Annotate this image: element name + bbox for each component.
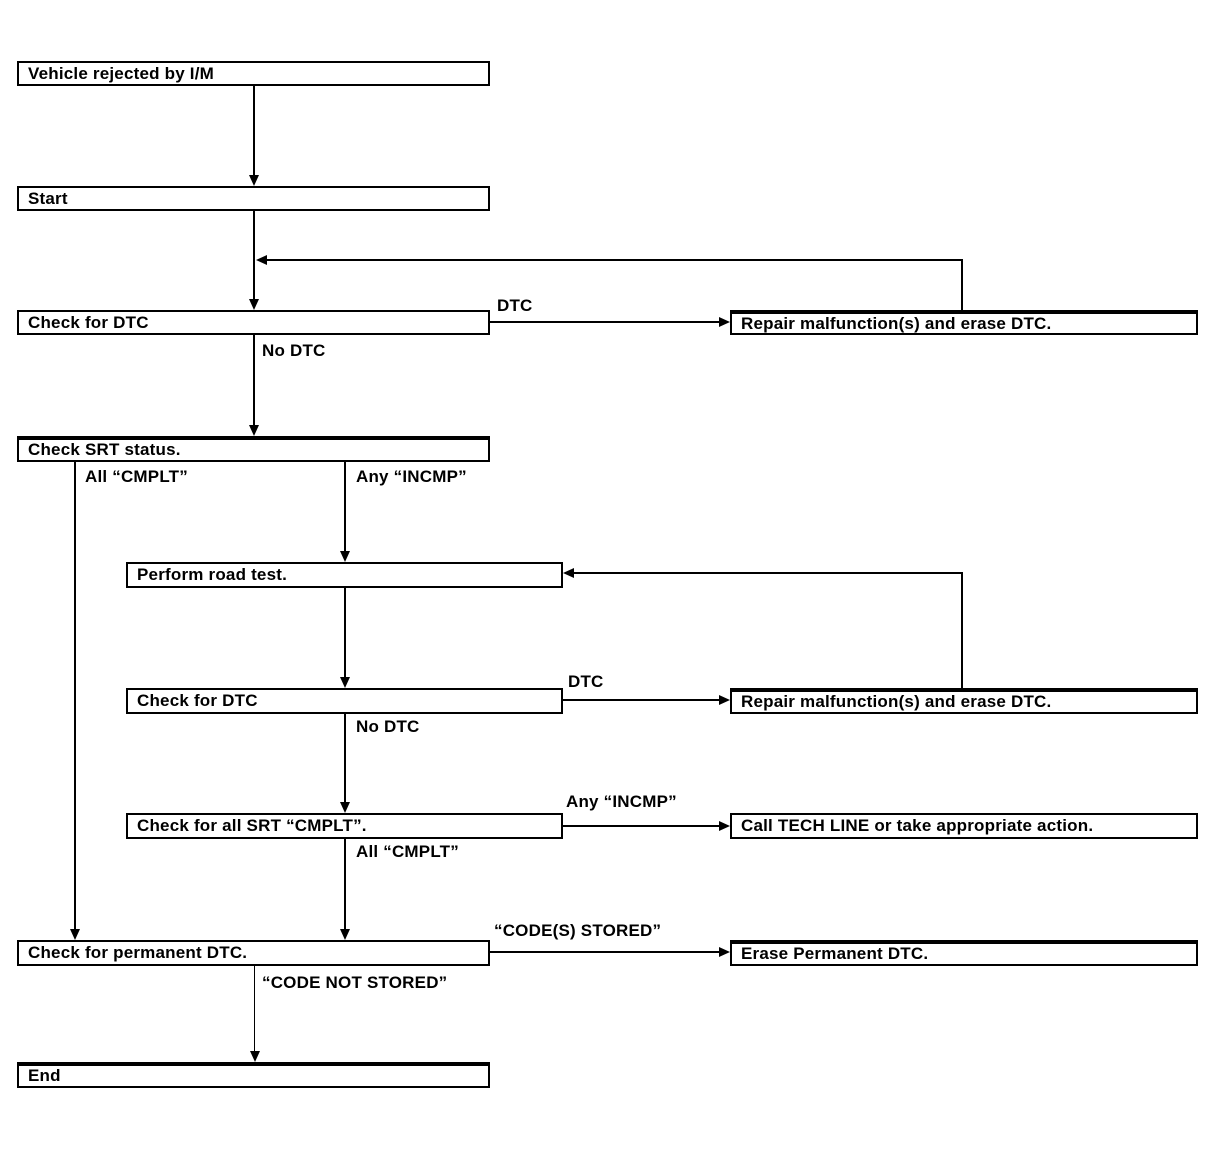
edge-label-any-incmp-2: Any “INCMP” [566,792,677,811]
connector-line [961,260,963,310]
flow-box-check-permanent-dtc: Check for permanent DTC. [17,940,490,966]
flow-box-label: Check for permanent DTC. [28,943,248,962]
arrowhead-down-icon [249,425,259,436]
flow-box-label: Start [28,188,68,208]
flow-box-erase-permanent-dtc: Erase Permanent DTC. [730,940,1198,966]
flow-box-label: Call TECH LINE or take appropriate actio… [741,816,1094,835]
flow-box-label: Repair malfunction(s) and erase DTC. [741,692,1052,711]
flow-box-label: Vehicle rejected by I/M [28,63,215,83]
edge-label-any-incmp-1: Any “INCMP” [356,467,467,486]
flow-box-check-dtc-1: Check for DTC [17,310,490,335]
flow-box-perform-road-test: Perform road test. [126,562,563,588]
connector-line [563,825,719,827]
arrowhead-down-icon [340,929,350,940]
connector-line [563,699,719,701]
flow-box-label: Erase Permanent DTC. [741,944,929,963]
arrowhead-left-icon [256,255,267,265]
edge-label-code-not-stored: “CODE NOT STORED” [262,973,448,992]
arrowhead-down-icon [340,551,350,562]
arrowhead-left-icon [563,568,574,578]
connector-line [253,86,255,175]
flow-box-label: Check for DTC [137,691,258,710]
flow-box-check-srt-status: Check SRT status. [17,436,490,462]
connector-line [574,572,963,574]
edge-label-all-cmplt-2: All “CMPLT” [356,842,459,861]
flow-box-label: End [28,1066,61,1085]
flow-box-label: Check for DTC [28,312,149,332]
connector-line [344,714,346,802]
connector-line [961,572,963,688]
arrowhead-right-icon [719,695,730,705]
connector-line [490,951,719,953]
connector-line [490,321,719,323]
flow-box-check-dtc-2: Check for DTC [126,688,563,714]
connector-line [344,839,346,929]
arrowhead-right-icon [719,821,730,831]
edge-label-dtc-1: DTC [497,296,533,315]
flow-box-label: Repair malfunction(s) and erase DTC. [741,313,1052,333]
flow-box-label: Perform road test. [137,565,288,584]
arrowhead-down-icon [70,929,80,940]
arrowhead-right-icon [719,947,730,957]
connector-line [267,259,963,261]
arrowhead-down-icon [249,175,259,186]
arrowhead-down-icon [340,677,350,688]
edge-label-no-dtc-1: No DTC [262,341,326,360]
connector-line [74,461,76,929]
edge-label-all-cmplt-1: All “CMPLT” [85,467,188,486]
connector-line [254,966,255,1051]
edge-label-codes-stored: “CODE(S) STORED” [494,921,662,940]
flow-box-label: Check for all SRT “CMPLT”. [137,816,367,835]
arrowhead-down-icon [249,299,259,310]
flow-box-start: Start [17,186,490,211]
edge-label-dtc-2: DTC [568,672,604,691]
flow-box-end: End [17,1062,490,1088]
connector-line [253,211,255,299]
flow-box-repair-2: Repair malfunction(s) and erase DTC. [730,688,1198,714]
connector-line [344,461,346,551]
flow-box-vehicle-rejected: Vehicle rejected by I/M [17,61,490,86]
flow-box-call-tech-line: Call TECH LINE or take appropriate actio… [730,813,1198,839]
arrowhead-down-icon [250,1051,260,1062]
arrowhead-down-icon [340,802,350,813]
flow-box-label: Check SRT status. [28,440,181,459]
arrowhead-right-icon [719,317,730,327]
connector-line [253,335,255,425]
edge-label-no-dtc-2: No DTC [356,717,420,736]
connector-line [344,588,346,677]
flow-box-repair-1: Repair malfunction(s) and erase DTC. [730,310,1198,335]
flow-box-check-all-srt-cmplt: Check for all SRT “CMPLT”. [126,813,563,839]
